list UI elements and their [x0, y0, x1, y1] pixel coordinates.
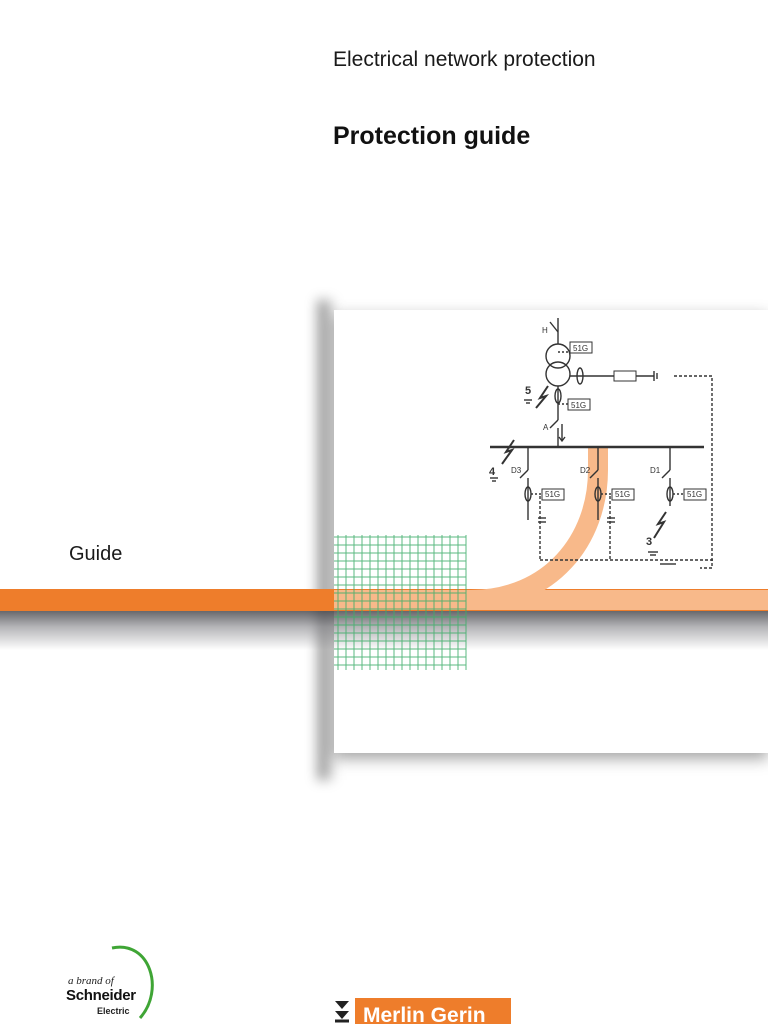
breaker-a-label: A — [543, 423, 549, 432]
merlin-gerin-logo-icon — [335, 1001, 349, 1023]
neutral-resistor — [613, 370, 637, 382]
breaker-h-switch — [549, 321, 559, 333]
transformer-primary — [545, 343, 571, 369]
relay-51g-d3 — [541, 488, 565, 501]
schneider-swoosh-icon — [111, 945, 154, 1019]
green-grid — [334, 535, 467, 670]
guide-label: Guide — [69, 543, 123, 565]
relay-51g-a — [567, 398, 591, 411]
fault-4-label: 4 — [489, 466, 496, 478]
relay-51g-d1 — [683, 488, 707, 501]
relay-label-d3: 51G — [545, 490, 560, 499]
brand-suffix: Electric — [97, 1006, 130, 1016]
relay-label-top: 51G — [573, 344, 588, 353]
fault-5-bolt — [535, 385, 550, 409]
brand-name: Schneider — [66, 987, 136, 1004]
document-title: Protection guide — [333, 122, 531, 150]
feeder-d3-label: D3 — [511, 466, 522, 475]
breaker-h-label: H — [542, 326, 548, 335]
fault-4-bolt — [501, 439, 515, 465]
single-line-diagram — [490, 318, 714, 569]
feeder-d2-label: D2 — [580, 466, 591, 475]
breaker-a-switch — [549, 419, 559, 429]
fault-3-bolt — [653, 511, 667, 539]
transformer-secondary — [545, 361, 571, 387]
merlin-gerin-banner: Merlin Gerin — [355, 998, 511, 1024]
relay-label-d1: 51G — [687, 490, 702, 499]
fault-5-label: 5 — [525, 385, 531, 397]
merlin-gerin-wordmark: Merlin Gerin — [363, 1004, 486, 1024]
band-shadow — [0, 608, 768, 650]
relay-label-a: 51G — [571, 401, 586, 410]
brand-prefix: a brand of — [68, 975, 114, 987]
relay-51g-top — [569, 341, 593, 354]
feeder-d1-label: D1 — [650, 466, 661, 475]
relay-51g-d2 — [611, 488, 635, 501]
relay-label-d2: 51G — [615, 490, 630, 499]
fault-3-label: 3 — [646, 536, 652, 548]
document-subtitle: Electrical network protection — [333, 48, 596, 71]
